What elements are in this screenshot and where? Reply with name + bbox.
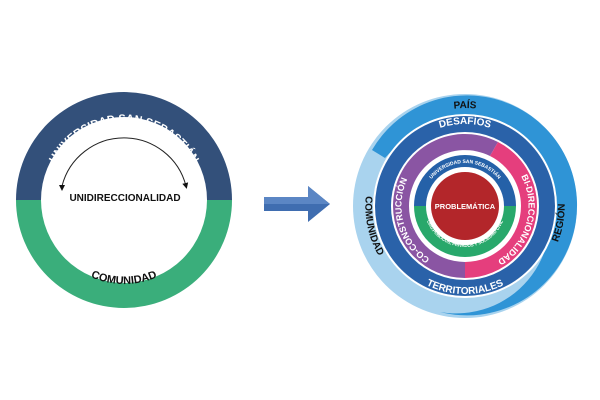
inner-ring-green [414,206,516,257]
unidirectional-arrow [61,137,189,189]
right-diagram: PAÍS DESAFÍOS TERRITORIALES COMUNIDAD RE… [353,94,578,318]
left-diagram: UNIVERSIDAD SAN SEBASTIÁN COMUNIDAD UNID… [16,92,232,308]
label-pais: PAÍS [453,98,477,112]
transition-arrow [264,186,330,222]
left-ring-top-navy [16,92,232,200]
co-construction-arc [393,133,498,278]
left-center-label: UNIDIRECCIONALIDAD [69,193,180,204]
inner-ring-blue [414,155,516,206]
left-bottom-label: COMUNIDAD [90,269,159,287]
left-ring-bottom-green [16,200,232,308]
label-desafios: DESAFÍOS [438,114,493,130]
bidirectionality-arc [465,142,537,278]
problem-core [431,172,499,240]
label-problematica: PROBLEMÁTICA [435,202,496,211]
